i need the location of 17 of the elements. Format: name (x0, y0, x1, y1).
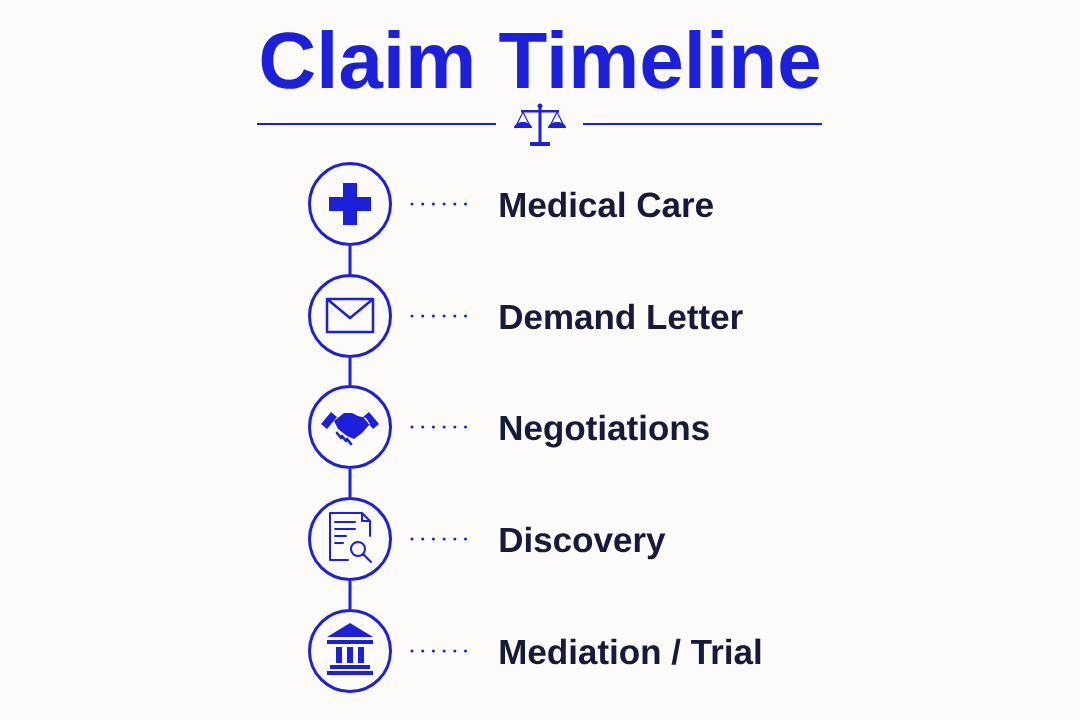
leader-line (410, 537, 468, 541)
leader-line (410, 425, 468, 429)
leader-line (410, 649, 468, 653)
connector-line (348, 581, 352, 609)
step-label: Negotiations (500, 414, 709, 448)
step-circle (308, 274, 392, 358)
step-label: Mediation / Trial (500, 638, 761, 665)
title: Claim Timeline (261, 30, 819, 89)
step-circle (308, 497, 392, 581)
step-label: Demand Letter (500, 303, 743, 330)
leader-line (410, 202, 468, 206)
connector-line (348, 358, 352, 385)
step-label: Medical Care (500, 191, 713, 218)
leader-line (410, 314, 468, 318)
step-label: Discovery (500, 526, 666, 560)
connector-line (348, 469, 352, 497)
connector-line (348, 246, 352, 274)
